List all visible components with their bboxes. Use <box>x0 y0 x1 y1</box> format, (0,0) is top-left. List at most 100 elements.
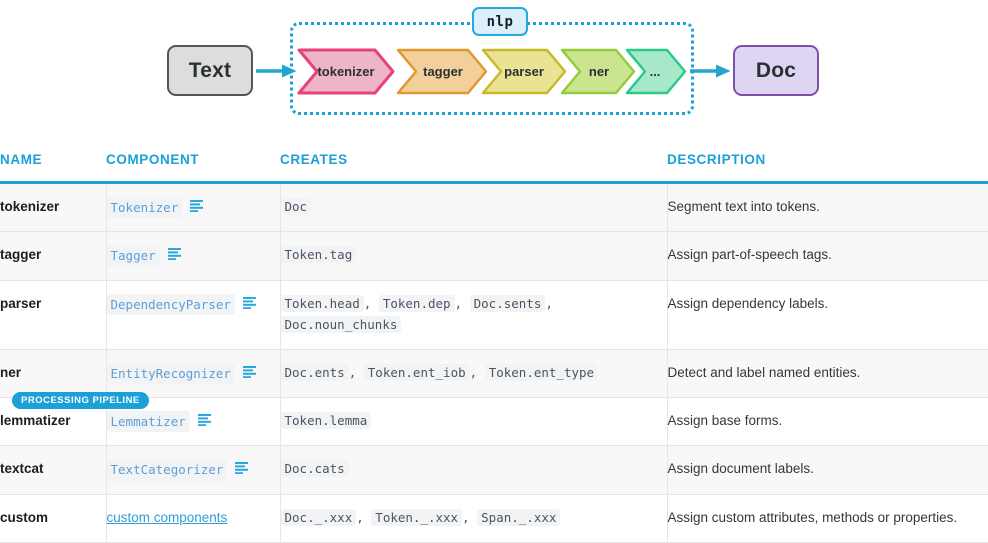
cell-name: tagger <box>0 231 106 281</box>
input-arrow-icon <box>256 64 297 78</box>
cell-name: parser <box>0 280 106 350</box>
cell-component: EntityRecognizer <box>105 349 280 398</box>
nlp-badge-label: nlp <box>486 13 514 30</box>
description-text: Assign base forms. <box>667 412 783 428</box>
cell-component: TextCategorizer <box>105 445 280 495</box>
component-code: TextCategorizer <box>106 459 228 481</box>
column-header-creates: CREATES <box>280 152 667 184</box>
component-wrapper: DependencyParser <box>106 293 266 316</box>
component-code: Tagger <box>106 245 160 267</box>
creates-token: Token.lemma <box>280 411 372 429</box>
lines-icon[interactable] <box>167 248 181 261</box>
creates-separator: , <box>545 295 553 311</box>
cell-description: Segment text into tokens. <box>666 182 988 233</box>
cell-component: Tokenizer <box>105 182 280 233</box>
component-wrapper: TextCategorizer <box>106 459 266 481</box>
lines-icon[interactable] <box>242 296 256 309</box>
doc-output-label: Doc <box>755 58 797 82</box>
component-code: EntityRecognizer <box>106 362 235 384</box>
cell-creates: Doc.cats <box>279 445 667 495</box>
text-input-box: Text <box>167 45 253 96</box>
cell-description: Detect and label named entities. <box>666 349 988 398</box>
cell-creates: Doc.ents, Token.ent_iob, Token.ent_type <box>279 349 667 398</box>
stage-shape-parser <box>481 48 567 95</box>
cell-description: Assign base forms. <box>666 397 988 447</box>
component-wrapper: EntityRecognizer <box>106 362 266 384</box>
creates-separator: , <box>462 509 478 525</box>
creates-token: Span._.xxx <box>477 508 561 526</box>
description-text: Assign document labels. <box>667 461 814 477</box>
pipeline-components-table: NAME COMPONENT CREATES DESCRIPTION token… <box>0 152 988 543</box>
creates-token: Doc.cats <box>280 460 349 478</box>
description-text: Detect and label named entities. <box>667 364 861 380</box>
component-wrapper: custom components <box>107 508 266 529</box>
processing-pipeline-badge: PROCESSING PIPELINE <box>12 392 149 409</box>
creates-token: Token.dep <box>378 294 455 312</box>
column-header-component: COMPONENT <box>106 152 280 184</box>
cell-creates: Doc._.xxx, Token._.xxx, Span._.xxx <box>279 494 667 543</box>
creates-token: Doc.sents <box>469 294 546 312</box>
cell-creates: Token.tag <box>279 231 667 281</box>
creates-token: Doc.ents <box>280 363 349 381</box>
component-code: Lemmatizer <box>106 410 190 433</box>
nlp-badge: nlp <box>472 7 528 36</box>
creates-token: Doc <box>280 198 312 215</box>
cell-description: Assign custom attributes, methods or pro… <box>666 494 988 543</box>
component-wrapper: Lemmatizer <box>106 410 266 433</box>
lines-icon[interactable] <box>197 413 211 426</box>
component-wrapper: Tagger <box>106 245 266 267</box>
cell-component: custom components <box>105 494 280 543</box>
stage-shape-tokenizer <box>297 48 395 95</box>
cell-description: Assign dependency labels. <box>666 280 988 350</box>
component-link[interactable]: custom components <box>106 509 228 525</box>
component-code: Tokenizer <box>106 197 183 219</box>
pipeline-diagram: Text nlp tokenizer tagger parser ner ...… <box>0 0 988 152</box>
lines-icon[interactable] <box>242 365 256 378</box>
cell-description: Assign document labels. <box>666 445 988 495</box>
stage-shape-tagger <box>396 48 488 95</box>
creates-separator: , <box>469 364 485 380</box>
creates-token: Doc.noun_chunks <box>280 315 402 333</box>
cell-name: textcat <box>0 445 106 495</box>
pipeline-stage-shapes <box>297 48 687 95</box>
pipeline-table-area: NAME COMPONENT CREATES DESCRIPTION token… <box>0 152 988 543</box>
component-code: DependencyParser <box>106 293 235 316</box>
cell-creates: Token.head, Token.dep, Doc.sents, Doc.no… <box>279 280 667 350</box>
table-head: NAME COMPONENT CREATES DESCRIPTION <box>0 152 988 184</box>
cell-description: Assign part-of-speech tags. <box>666 231 988 281</box>
stage-shape-more <box>625 48 687 95</box>
cell-component: Tagger <box>105 231 280 281</box>
creates-separator: , <box>363 295 379 311</box>
column-header-name: NAME <box>0 152 106 184</box>
creates-token: Token.head <box>280 294 364 312</box>
creates-token: Doc._.xxx <box>280 508 357 526</box>
column-header-description: DESCRIPTION <box>667 152 988 184</box>
cell-creates: Doc <box>279 182 667 233</box>
output-arrow-icon <box>690 64 731 78</box>
creates-separator: , <box>348 364 364 380</box>
description-text: Segment text into tokens. <box>667 199 820 214</box>
creates-separator: , <box>454 295 470 311</box>
lines-icon[interactable] <box>190 200 204 212</box>
description-text: Assign dependency labels. <box>667 295 829 311</box>
component-wrapper: Tokenizer <box>106 197 266 219</box>
cell-component: DependencyParser <box>105 280 280 350</box>
doc-output-box: Doc <box>733 45 819 96</box>
cell-name: ner <box>0 349 106 398</box>
creates-token: Token.ent_type <box>484 363 599 381</box>
cell-creates: Token.lemma <box>279 397 667 447</box>
creates-token: Token.ent_iob <box>363 363 470 381</box>
lines-icon[interactable] <box>235 462 249 475</box>
description-text: Assign part-of-speech tags. <box>667 247 832 263</box>
creates-separator: , <box>356 509 372 525</box>
description-text: Assign custom attributes, methods or pro… <box>667 509 958 525</box>
cell-name: custom <box>0 494 106 543</box>
